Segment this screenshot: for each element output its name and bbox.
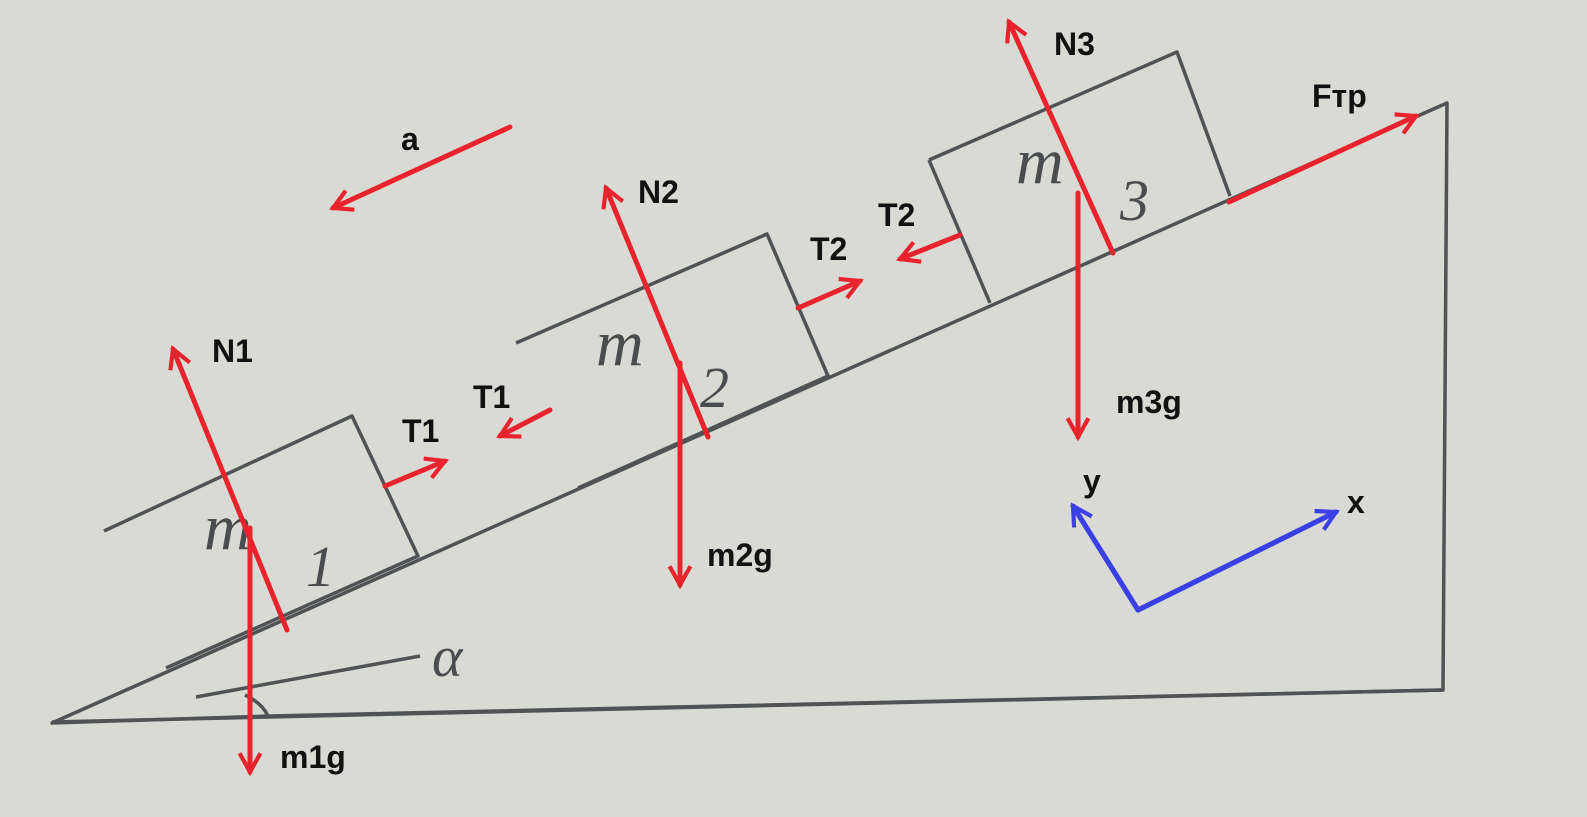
acceleration-arrow (333, 124, 513, 208)
normal-force-1-label: N1 (212, 333, 253, 369)
tension-2-right-arrow (795, 281, 860, 311)
x-axis-label: x (1347, 484, 1365, 520)
gravity-1-label: m1g (280, 739, 346, 775)
friction-label: Fтр (1312, 78, 1367, 114)
x-axis-arrow (1135, 512, 1336, 613)
block-2-index-label: 2 (700, 355, 729, 420)
normal-force-2-arrow (606, 188, 711, 440)
acceleration-label: a (401, 121, 419, 157)
tension-1-left-arrow (500, 407, 553, 436)
tension-2-left-label: T2 (878, 197, 915, 233)
block-3: m 3 (927, 50, 1232, 304)
normal-force-3-arrow (1009, 22, 1116, 256)
tension-2-left-arrow (900, 232, 963, 259)
gravity-2-label: m2g (707, 537, 773, 573)
tension-2-right-label: T2 (810, 231, 847, 267)
friction-arrow (1226, 116, 1416, 205)
block-1-index-label: 1 (306, 534, 335, 599)
angle-ray (195, 654, 421, 699)
incline-base-line (51, 688, 1444, 724)
coordinate-axes (1070, 503, 1339, 613)
normal-force-1-arrow (173, 349, 290, 633)
y-axis-arrow (1070, 506, 1141, 613)
normal-force-2-label: N2 (638, 174, 679, 210)
gravity-3-label: m3g (1116, 384, 1182, 420)
block-2-mass-label: m (596, 307, 644, 380)
y-axis-label: y (1083, 463, 1101, 499)
angle-label: α (432, 624, 464, 689)
tension-1-right-arrow (382, 461, 445, 489)
tension-1-right-label: T1 (402, 413, 439, 449)
block-3-mass-label: m (1016, 125, 1064, 198)
block-2: m 2 (515, 232, 830, 490)
block-3-index-label: 3 (1119, 168, 1149, 233)
tension-1-left-label: T1 (473, 379, 510, 415)
normal-force-3-label: N3 (1054, 26, 1095, 62)
